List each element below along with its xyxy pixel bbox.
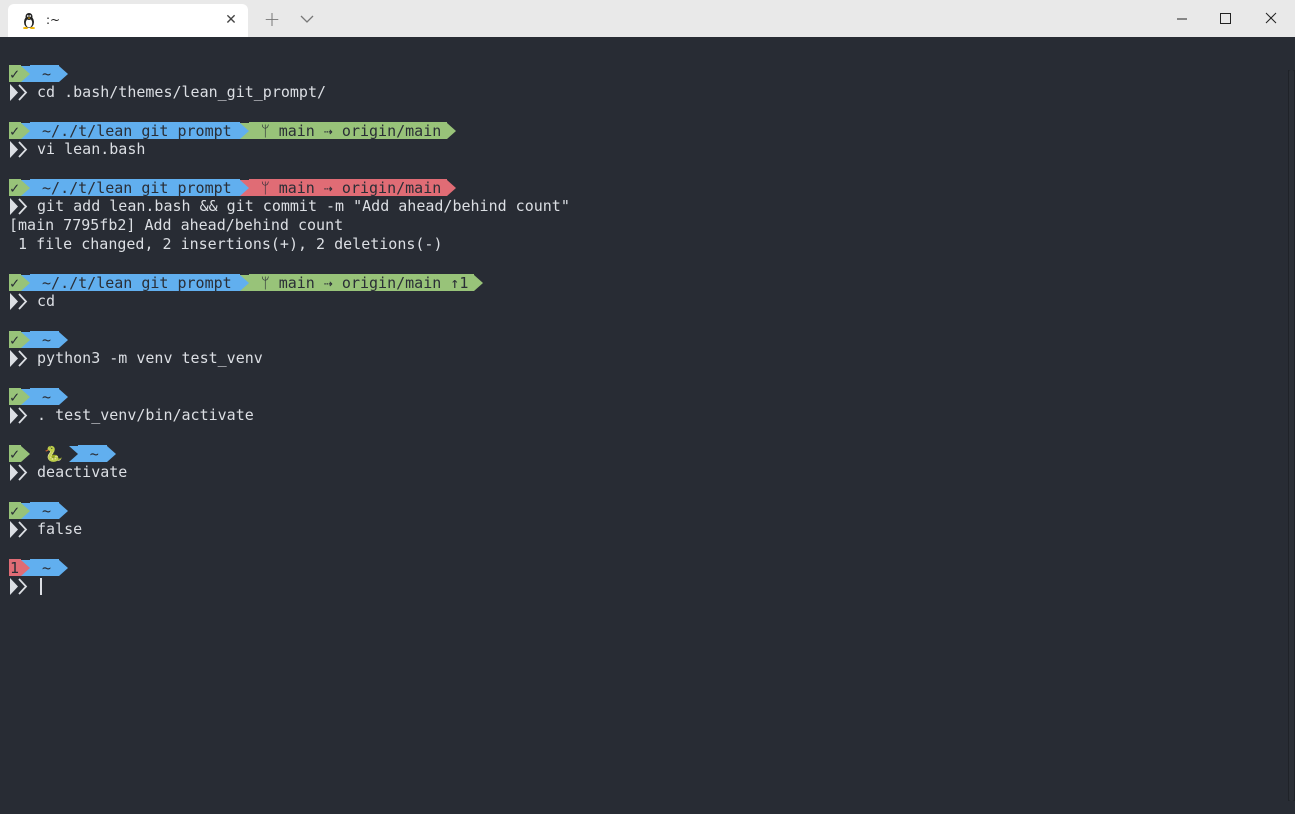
prompt-chevron-icon: [9, 349, 31, 368]
prompt-chevron-icon: [9, 406, 31, 425]
status-segment: ✓: [9, 121, 22, 140]
segment-separator-arrow: [21, 122, 31, 139]
tab-close-icon[interactable]: ✕: [225, 12, 237, 28]
path-segment: ~/./t/lean_git_prompt: [30, 179, 240, 197]
status-segment: 1: [9, 558, 22, 577]
close-window-icon[interactable]: [1249, 0, 1295, 37]
maximize-icon[interactable]: [1203, 0, 1249, 37]
segment-end-arrow: [59, 388, 69, 405]
segment-separator-arrow: [68, 445, 78, 462]
prompt-chevron-icon: [9, 140, 31, 159]
segment-end-arrow: [59, 65, 69, 82]
command-line: . test_venv/bin/activate: [9, 406, 254, 425]
prompt-line: ✓~: [9, 330, 69, 349]
prompt-line: ✓ 🐍 ~: [9, 444, 116, 463]
segment-separator-arrow: [21, 445, 31, 462]
segment-end-arrow: [59, 502, 69, 519]
tab-title: :~: [46, 13, 61, 27]
status-segment: ✓: [9, 501, 22, 520]
command-line: cd .bash/themes/lean_git_prompt/: [9, 83, 326, 102]
path-segment: ~: [30, 388, 60, 406]
command-text: git add lean.bash && git commit -m "Add …: [28, 197, 570, 215]
command-line: false: [9, 520, 82, 539]
segment-separator-arrow: [239, 122, 249, 139]
prompt-chevron-icon: [9, 463, 31, 482]
segment-end-arrow: [447, 179, 457, 196]
segment-end-arrow: [59, 559, 69, 576]
chevron-down-icon[interactable]: [298, 12, 316, 26]
linux-tux-icon: [23, 13, 35, 29]
segment-end-arrow: [106, 445, 116, 462]
prompt-line: ✓~: [9, 501, 69, 520]
segment-separator-arrow: [21, 274, 31, 291]
git-branch-segment: ᛘ main ⇢ origin/main: [248, 179, 448, 197]
prompt-line: ✓~: [9, 387, 69, 406]
output-line: 1 file changed, 2 insertions(+), 2 delet…: [9, 235, 443, 253]
segment-separator-arrow: [21, 65, 31, 82]
segment-separator-arrow: [21, 502, 31, 519]
output-line: [main 7795fb2] Add ahead/behind count: [9, 216, 344, 234]
new-tab-plus-icon[interactable]: +: [263, 7, 281, 31]
segment-separator-arrow: [21, 331, 31, 348]
prompt-line: ✓ ~/./t/lean_git_prompt ᛘ main ⇢ origin/ma…: [9, 273, 484, 292]
scrollbar-thumb[interactable]: [1289, 70, 1294, 801]
command-line: vi lean.bash: [9, 140, 145, 159]
segment-separator-arrow: [239, 179, 249, 196]
title-bar: :~ ✕ +: [0, 0, 1295, 37]
prompt-chevron-icon: [9, 520, 31, 539]
path-segment: ~/./t/lean_git_prompt: [30, 122, 240, 140]
status-segment: ✓: [9, 444, 22, 463]
status-segment: ✓: [9, 64, 22, 83]
command-text: deactivate: [28, 463, 128, 481]
prompt-chevron-icon: [9, 292, 31, 311]
prompt-chevron-icon: [9, 577, 31, 596]
prompt-chevron-icon: [9, 197, 31, 216]
segment-separator-arrow: [21, 179, 31, 196]
command-text: vi lean.bash: [28, 140, 146, 158]
prompt-line: ✓ ~/./t/lean_git_prompt ᛘ main ⇢ origin/ma…: [9, 178, 457, 197]
terminal-tab[interactable]: :~ ✕: [8, 4, 248, 37]
command-text: python3 -m venv test_venv: [28, 349, 263, 367]
minimize-icon[interactable]: [1159, 0, 1205, 37]
command-line: python3 -m venv test_venv: [9, 349, 263, 368]
path-segment: ~/./t/lean_git_prompt: [30, 274, 240, 292]
command-line: git add lean.bash && git commit -m "Add …: [9, 197, 570, 216]
segment-separator-arrow: [239, 274, 249, 291]
prompt-chevron-icon: [9, 83, 31, 102]
prompt-line: ✓ ~/./t/lean_git_prompt ᛘ main ⇢ origin/ma…: [9, 121, 457, 140]
status-segment: ✓: [9, 387, 22, 406]
command-line: [9, 577, 43, 596]
command-line: cd: [9, 292, 55, 311]
status-segment: ✓: [9, 178, 22, 197]
status-segment: ✓: [9, 273, 22, 292]
segment-end-arrow: [474, 274, 484, 291]
command-line: deactivate: [9, 463, 127, 482]
prompt-line: ✓~: [9, 64, 69, 83]
text-cursor: [40, 578, 43, 595]
segment-end-arrow: [447, 122, 457, 139]
segment-end-arrow: [59, 331, 69, 348]
segment-separator-arrow: [21, 388, 31, 405]
command-text: [28, 577, 37, 596]
path-segment: ~: [30, 559, 60, 577]
path-segment: ~: [77, 445, 107, 463]
prompt-line: 1~: [9, 558, 69, 577]
command-text: cd: [28, 292, 56, 310]
path-segment: ~: [30, 331, 60, 349]
git-branch-segment: ᛘ main ⇢ origin/main: [248, 122, 448, 140]
segment-separator-arrow: [21, 559, 31, 576]
terminal-area[interactable]: ✓~ cd .bash/themes/lean_git_prompt/✓~/./…: [0, 37, 1288, 814]
command-text: false: [28, 520, 83, 538]
status-segment: ✓: [9, 330, 22, 349]
command-text: cd .bash/themes/lean_git_prompt/: [28, 83, 327, 101]
path-segment: ~: [30, 502, 60, 520]
git-branch-segment: ᛘ main ⇢ origin/main ↑1: [248, 274, 475, 292]
path-segment: ~: [30, 65, 60, 83]
python-venv-icon: 🐍: [30, 445, 69, 463]
command-text: . test_venv/bin/activate: [28, 406, 254, 424]
